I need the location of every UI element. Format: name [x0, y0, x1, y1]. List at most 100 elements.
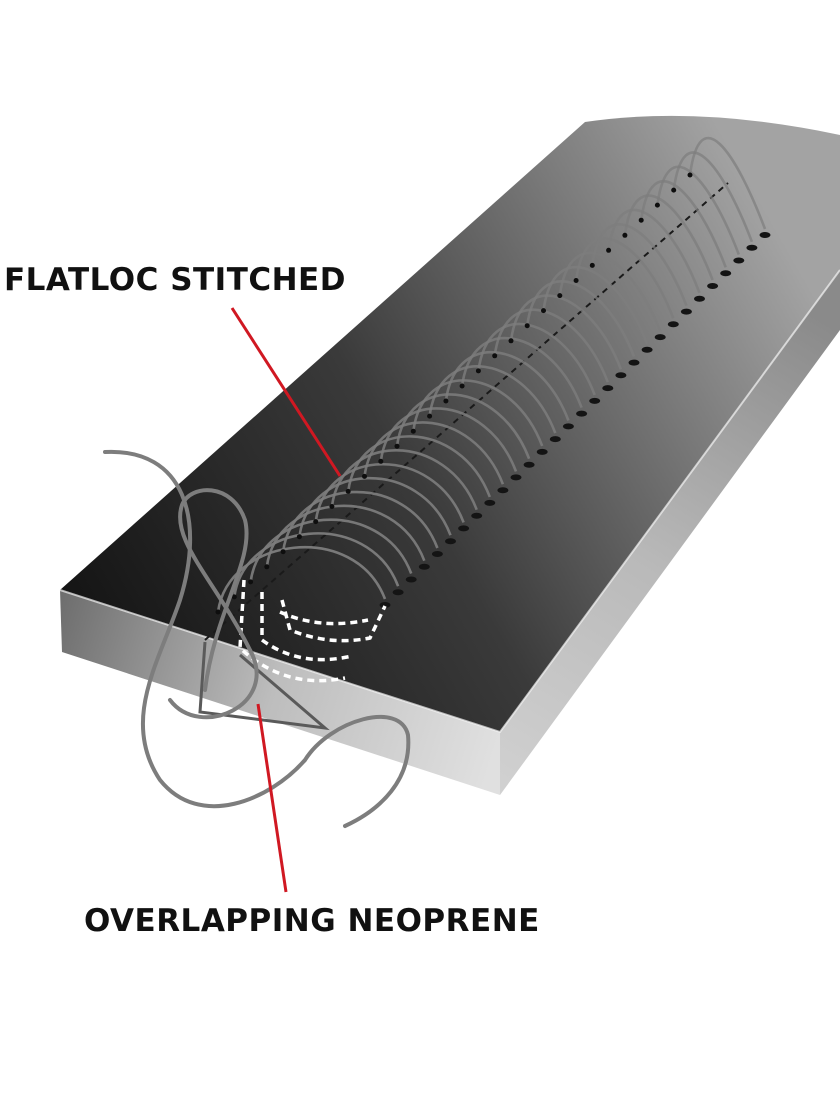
stitch-hole — [576, 410, 588, 417]
center-seam-line — [204, 182, 729, 641]
stitch-hole — [680, 308, 692, 315]
stitch-loop-icon — [672, 151, 754, 243]
stitch-hole — [606, 247, 612, 253]
stitch-hole — [746, 244, 758, 251]
stitch-loop-icon — [542, 266, 649, 345]
stitch-hole — [589, 262, 595, 268]
stitch-loop-icon — [216, 545, 387, 613]
stitch-loop-icon — [525, 280, 636, 358]
stitch-loop-icon — [558, 251, 662, 332]
stitch-hole — [589, 397, 601, 404]
stitch-hole — [523, 461, 535, 468]
stitch-hole — [707, 283, 719, 289]
stitch-hole — [497, 487, 509, 494]
panel-top-face — [60, 115, 840, 732]
stitch-loop-icon — [233, 532, 400, 598]
stitch-loop-icon — [639, 180, 727, 268]
panel-side-face — [500, 270, 840, 795]
stitch-hole — [379, 602, 391, 608]
label-flatloc-stitched: FLATLOC STITCHED — [4, 262, 346, 298]
stitch-hole — [524, 323, 530, 329]
stitch-hole — [508, 338, 514, 344]
stitch-hole — [694, 295, 705, 302]
stitch-hole — [427, 413, 433, 419]
thread-tail-icon — [168, 488, 259, 720]
stitch-hole — [671, 187, 677, 193]
stitch-hole — [405, 576, 417, 583]
stitch-hole — [431, 551, 443, 557]
stitch-hole — [602, 385, 614, 392]
stitch-hole — [471, 512, 483, 519]
stitch-hole — [329, 504, 335, 509]
stitch-hole — [628, 359, 640, 366]
stitch-hole — [573, 278, 579, 283]
stitch-loop-icon — [249, 518, 413, 583]
stitch-loop-icon — [346, 435, 492, 498]
leader-line-neoprene — [256, 703, 288, 893]
stitch-loop-icon — [265, 504, 426, 567]
stitch-hole — [557, 293, 563, 299]
stitch-hole — [459, 383, 465, 389]
stitch-loop-icon — [688, 136, 767, 230]
stitch-hole — [510, 474, 522, 481]
label-overlapping-neoprene: OVERLAPPING NEOPRENE — [84, 903, 540, 939]
stitch-hole — [443, 398, 449, 404]
stitch-hole — [362, 473, 367, 479]
stitch-loop-icon — [607, 208, 701, 294]
stitch-loop-icon — [330, 449, 478, 511]
stitch-loop-icon — [623, 194, 714, 281]
stitch-hole — [394, 443, 400, 449]
stitch-hole — [392, 589, 404, 596]
stitch-loop-icon — [363, 421, 505, 485]
thread-tails — [103, 449, 411, 828]
hidden-thread-3 — [280, 599, 387, 643]
stitch-hole — [654, 334, 666, 341]
stitch-hole — [562, 423, 574, 430]
stitch-hole — [458, 525, 470, 532]
stitch-loop-icon — [574, 237, 675, 319]
stitch-hole — [667, 321, 679, 328]
hidden-threads — [238, 579, 387, 683]
stitch-hole — [733, 257, 745, 264]
stitch-loop-icon — [298, 476, 452, 537]
stitch-hole — [622, 232, 628, 238]
stitch-hole — [410, 428, 416, 434]
stitch-hole — [536, 448, 548, 455]
stitch-hole — [641, 346, 653, 353]
stitch-hole — [759, 232, 771, 238]
hidden-thread-1 — [238, 579, 346, 683]
stitch-hole — [720, 270, 732, 277]
stitch-hole — [313, 519, 319, 525]
stitch-hole — [280, 549, 286, 555]
stitch-hole — [445, 538, 456, 545]
stitch-hole — [248, 579, 254, 585]
stitch-hole — [231, 594, 237, 600]
stitch-loop-icon — [314, 463, 465, 523]
stitch-hole — [549, 436, 561, 443]
stitch-loop-icon — [444, 350, 570, 421]
stitch-hole — [418, 563, 430, 570]
stitch-hole — [296, 534, 302, 540]
stitch-loop-icon — [460, 336, 583, 409]
stitch-hole — [654, 202, 660, 208]
stitch-loop-icon — [428, 365, 557, 434]
stitch-loop-icon — [281, 490, 439, 552]
stitch-loop-icon — [412, 379, 544, 447]
stitch-loop-icon — [395, 393, 531, 460]
overlap-cut-outline — [198, 641, 330, 731]
stitch-hole — [492, 353, 498, 359]
stitch-hole — [378, 458, 384, 464]
stitch-loop-icon — [591, 223, 688, 307]
panel-front-face — [60, 590, 500, 795]
leader-line-flatloc — [230, 307, 342, 477]
stitch-hole — [215, 609, 221, 615]
stitch-hole — [264, 564, 270, 570]
stitch-hole — [475, 368, 481, 374]
stitch-hole — [687, 172, 693, 178]
stitch-holes — [215, 172, 771, 615]
stitch-hole — [638, 217, 644, 223]
stitch-hole — [484, 499, 496, 506]
stitch-loop-icon — [379, 407, 518, 472]
